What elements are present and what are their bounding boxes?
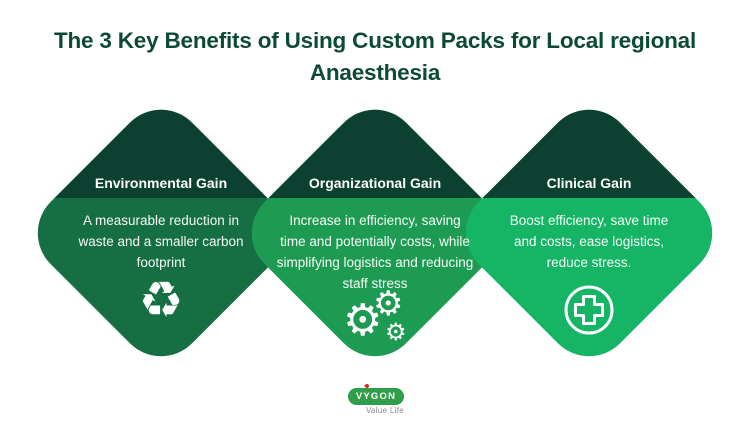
benefit-label: Clinical Gain <box>546 175 632 191</box>
gear-small-icon: ⚙ <box>385 319 407 346</box>
benefit-content-clinical: Clinical Gain Boost efficiency, save tim… <box>447 91 731 375</box>
gear-large-icon: ⚙ <box>343 296 383 345</box>
benefit-description: Boost efficiency, save time and costs, e… <box>509 213 669 270</box>
benefit-description: Increase in efficiency, saving time and … <box>276 213 474 291</box>
benefit-content-organizational: Organizational Gain Increase in efficien… <box>233 91 517 375</box>
benefit-label: Organizational Gain <box>308 175 442 191</box>
medical-cross-icon <box>564 285 614 335</box>
vygon-logo: VYGON Value Life <box>348 383 404 415</box>
page-title: The 3 Key Benefits of Using Custom Packs… <box>53 28 697 53</box>
logo-tagline: Value Life <box>366 406 404 415</box>
gear-medium-icon: ⚙ <box>373 285 404 323</box>
page-title-line2: Anaesthesia <box>309 60 441 85</box>
benefit-label: Environmental Gain <box>94 175 228 191</box>
vygon-logo-pill: VYGON <box>348 388 404 405</box>
benefit-content-environmental: Environmental Gain A measurable reductio… <box>19 91 303 375</box>
benefit-description: A measurable reduction in waste and a sm… <box>78 213 244 270</box>
gears-icon: ⚙ ⚙ ⚙ <box>329 287 421 353</box>
recycle-icon: ♻ <box>138 272 184 328</box>
